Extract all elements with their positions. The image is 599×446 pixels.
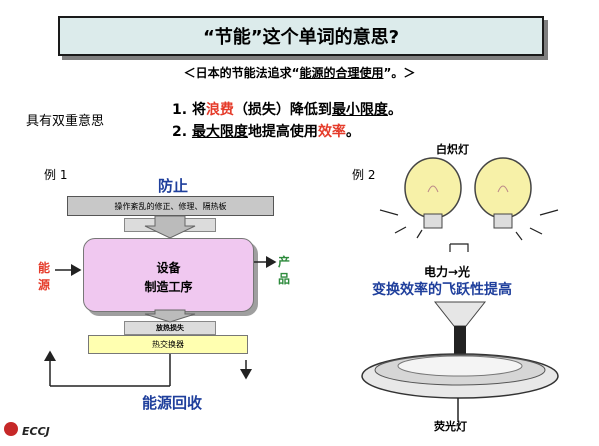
point-2-text-b: 地提高使用 xyxy=(247,124,318,140)
example-1-label: 例 1 xyxy=(44,168,68,182)
point-1: 1. 将浪费（损失）降低到最小限度。 xyxy=(172,99,402,119)
point-1-period: 。 xyxy=(387,102,402,118)
heat-exchanger: 热交换器 xyxy=(88,335,248,354)
page-title: “节能”这个单词的意思? xyxy=(202,27,400,48)
dual-meaning-label: 具有双重意思 xyxy=(26,114,105,129)
subtitle-prefix: ＜日本的节能法追求“ xyxy=(183,66,300,80)
point-2-efficiency: 效率 xyxy=(317,124,346,140)
eccj-logo-icon xyxy=(4,422,18,436)
fluorescent-label: 荧光灯 xyxy=(434,420,467,433)
light-rays xyxy=(379,209,559,241)
point-1-waste: 浪费 xyxy=(205,102,234,118)
bracket xyxy=(449,243,469,252)
subtitle-highlight: 能源的合理使用 xyxy=(299,66,384,80)
title-banner: “节能”这个单词的意思? xyxy=(58,16,544,56)
energy-source-char-2: 源 xyxy=(38,278,51,292)
point-2: 2. 最大限度地提高使用效率。 xyxy=(172,121,360,141)
point-2-number: 2. xyxy=(172,124,188,140)
equipment-label: 设备 xyxy=(156,261,181,275)
subtitle-suffix: ”。＞ xyxy=(383,66,416,80)
fluorescent-lamp-icon xyxy=(361,353,559,422)
incandescent-bulb-left-icon xyxy=(404,157,462,229)
conversion-label: 电力→光 xyxy=(424,265,471,279)
down-arrow-bottom xyxy=(144,309,196,323)
subtitle: ＜日本的节能法追求“能源的合理使用”。＞ xyxy=(0,64,599,81)
example-2-illustration xyxy=(361,157,559,422)
prevent-label: 防止 xyxy=(158,177,189,195)
product-char-1: 产 xyxy=(278,255,291,269)
product-char-2: 品 xyxy=(278,272,291,286)
incandescent-bulb-right-icon xyxy=(474,157,532,229)
efficiency-label: 变换效率的飞跃性提高 xyxy=(372,282,512,298)
energy-source-char-1: 能 xyxy=(38,261,51,275)
point-1-text-c: （损失）降低到 xyxy=(233,102,332,118)
down-arrow-top xyxy=(144,215,196,239)
point-1-number: 1. xyxy=(172,102,188,118)
point-1-text-a: 将 xyxy=(191,102,206,118)
point-2-maximum: 最大限度 xyxy=(191,124,248,140)
energy-recovery-label: 能源回收 xyxy=(142,394,203,412)
fluorescent-funnel xyxy=(433,301,487,356)
process-label: 制造工序 xyxy=(144,280,193,294)
incandescent-label: 白炽灯 xyxy=(436,143,469,156)
point-1-minimum: 最小限度 xyxy=(331,102,388,118)
example-2-label: 例 2 xyxy=(352,168,376,182)
eccj-logo-text: ECCJ xyxy=(22,425,50,438)
point-2-period: 。 xyxy=(345,124,360,140)
